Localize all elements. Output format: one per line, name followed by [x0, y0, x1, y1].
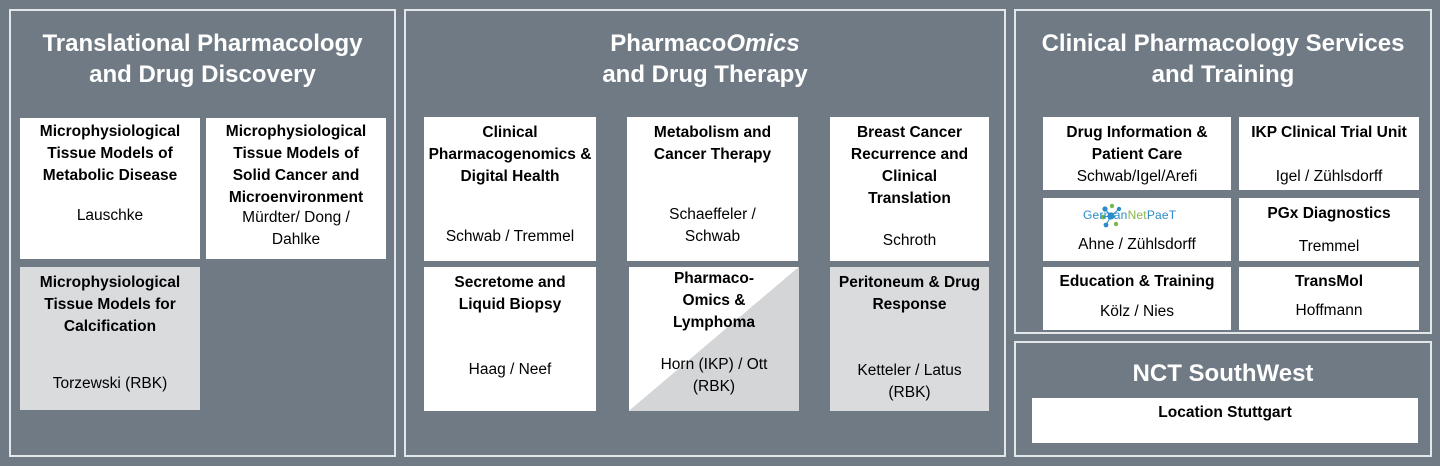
- box-title: Breast Cancer Recurrence and Clinical Tr…: [850, 124, 969, 207]
- box-title: Microphysiological Tissue Models for Cal…: [39, 274, 181, 335]
- german-net-paet-logo: GermanNetPaeT: [1057, 201, 1176, 231]
- box-education: Education & Training Kölz / Nies: [1043, 267, 1231, 330]
- box-pharmacogenomics: Clinical Pharmacogenomics & Digital Heal…: [424, 117, 596, 261]
- box-people: Torzewski (RBK): [52, 375, 168, 392]
- box-solid-cancer: Microphysiological Tissue Models of Soli…: [206, 118, 386, 259]
- box-title: Metabolism and Cancer Therapy: [653, 124, 772, 163]
- box-trial-unit: IKP Clinical Trial Unit Igel / Zühlsdorf…: [1239, 117, 1419, 190]
- logo-text: GermanNetPaeT: [1083, 208, 1176, 222]
- panel-title-nct: NCT SouthWest: [1132, 360, 1314, 387]
- box-title: Location Stuttgart: [1158, 404, 1292, 421]
- box-metabolic-disease: Microphysiological Tissue Models of Meta…: [20, 118, 200, 259]
- box-people: Ketteler / Latus (RBK): [857, 362, 962, 401]
- box-transmol: TransMol Hoffmann: [1239, 267, 1419, 330]
- box-people: Schroth: [882, 232, 937, 249]
- box-title: Peritoneum & Drug Response: [838, 274, 981, 313]
- title-italic: Omics: [726, 30, 800, 57]
- box-people: Lauschke: [76, 207, 144, 224]
- box-people: Schaeffeler / Schwab: [669, 206, 756, 245]
- box-title: TransMol: [1294, 273, 1364, 290]
- box-peritoneum: Peritoneum & Drug Response Ketteler / La…: [830, 267, 989, 411]
- box-pgx-diagnostics: PGx Diagnostics Tremmel: [1239, 198, 1419, 261]
- panel-title-services: Clinical Pharmacology Services and Train…: [1041, 30, 1405, 88]
- logo-text-paet: PaeT: [1146, 208, 1177, 222]
- logo-text-net: Net: [1127, 208, 1147, 222]
- box-location-stuttgart: Location Stuttgart: [1032, 398, 1418, 443]
- panel-title-omics: PharmacoOmics and Drug Therapy: [406, 28, 1004, 90]
- box-title: Microphysiological Tissue Models of Soli…: [225, 123, 367, 206]
- panel-title-translational: Translational Pharmacology and Drug Disc…: [42, 30, 363, 88]
- box-people: Tremmel: [1298, 238, 1360, 255]
- panel-services: Clinical Pharmacology Services and Train…: [1014, 9, 1432, 334]
- panel-omics: PharmacoOmics and Drug Therapy Clinical …: [404, 9, 1006, 457]
- box-lymphoma: Pharmaco-Omics & Lymphoma Horn (IKP) / O…: [629, 267, 799, 411]
- box-title: Secretome and Liquid Biopsy: [454, 274, 566, 313]
- panel-nct: NCT SouthWest Location Stuttgart: [1014, 341, 1432, 457]
- box-title: Microphysiological Tissue Models of Meta…: [39, 123, 181, 184]
- panel-translational: Translational Pharmacology and Drug Disc…: [9, 9, 396, 457]
- box-title: IKP Clinical Trial Unit: [1251, 124, 1407, 141]
- box-people: Igel / Zühlsdorff: [1275, 168, 1383, 185]
- title-line2: and Drug Therapy: [602, 61, 808, 88]
- box-calcification: Microphysiological Tissue Models for Cal…: [20, 267, 200, 410]
- box-title: Drug Information & Patient Care: [1066, 124, 1208, 163]
- box-drug-information: Drug Information & Patient Care Schwab/I…: [1043, 117, 1231, 190]
- molecule-icon: [1100, 203, 1122, 228]
- box-people: Ahne / Zühlsdorff: [1078, 236, 1196, 253]
- box-title: PGx Diagnostics: [1267, 205, 1391, 222]
- box-people: Schwab / Tremmel: [445, 228, 575, 245]
- logo-text-german: German: [1083, 208, 1128, 222]
- box-people: Schwab/Igel/Arefi: [1076, 168, 1198, 185]
- box-people: Mürdter/ Dong / Dahlke: [242, 209, 350, 248]
- title-plain: Pharmaco: [610, 30, 727, 57]
- box-germannetpaet: GermanNetPaeT Ahne / Zühlsdorff: [1043, 198, 1231, 261]
- box-breast-cancer: Breast Cancer Recurrence and Clinical Tr…: [830, 117, 989, 261]
- box-secretome: Secretome and Liquid Biopsy Haag / Neef: [424, 267, 596, 411]
- box-title: Clinical Pharmacogenomics & Digital Heal…: [428, 124, 592, 185]
- box-title: Pharmaco-Omics & Lymphoma: [672, 270, 756, 331]
- box-title: Education & Training: [1059, 273, 1215, 290]
- box-metabolism: Metabolism and Cancer Therapy Schaeffele…: [627, 117, 798, 261]
- box-people: Kölz / Nies: [1099, 303, 1175, 320]
- box-people: Haag / Neef: [468, 361, 552, 378]
- box-people: Horn (IKP) / Ott (RBK): [660, 356, 768, 395]
- box-people: Hoffmann: [1295, 302, 1363, 319]
